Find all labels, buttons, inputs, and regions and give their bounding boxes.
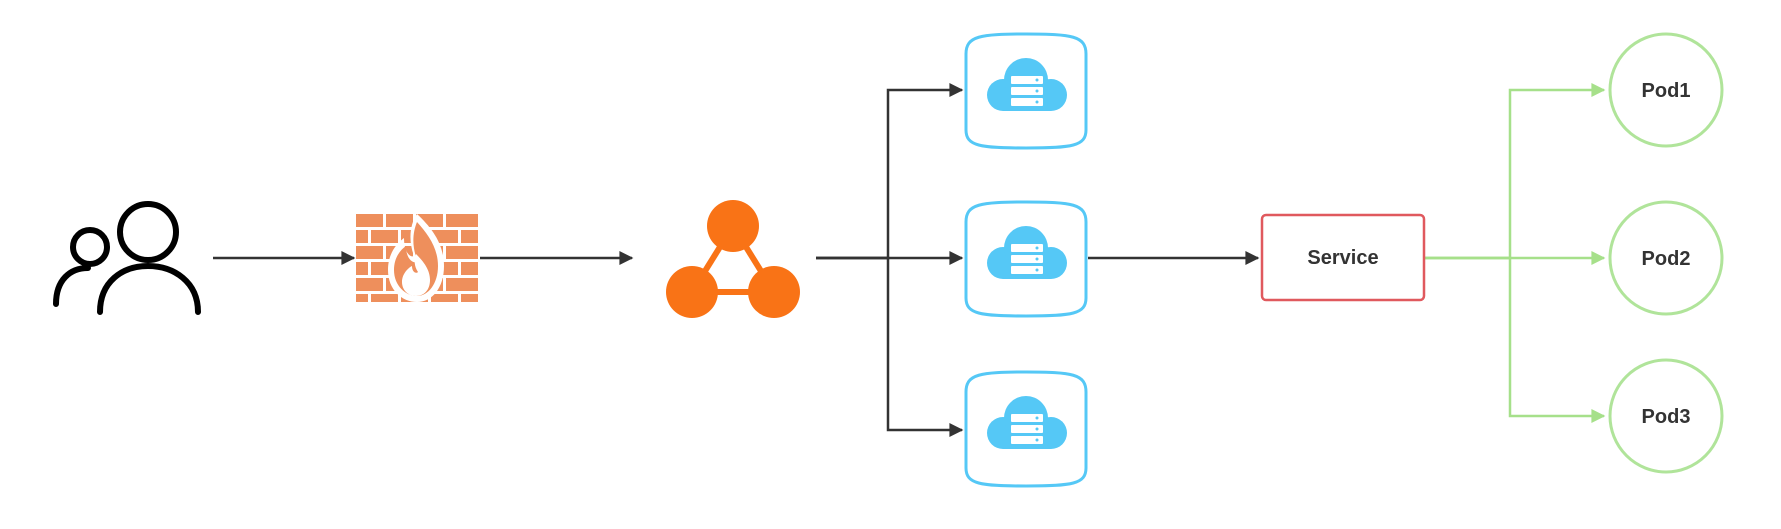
pod-1-circle bbox=[1608, 32, 1724, 148]
cloud-server-3 bbox=[964, 370, 1088, 488]
pod-3-label: Pod3 bbox=[1642, 406, 1691, 428]
edge-service-pod-1 bbox=[1424, 83, 1606, 260]
edge-service-pod-3 bbox=[1424, 256, 1606, 423]
flame-icon bbox=[388, 214, 444, 302]
edges bbox=[213, 83, 1606, 437]
pod-1-label: Pod1 bbox=[1642, 80, 1691, 102]
pod-2-label: Pod2 bbox=[1642, 248, 1691, 270]
cloud-server-icon bbox=[987, 58, 1067, 111]
cloud-server-1 bbox=[964, 32, 1088, 150]
pod-2-circle bbox=[1608, 200, 1724, 316]
pod-2-node: Pod2 bbox=[1608, 200, 1724, 316]
service-label: Service bbox=[1307, 247, 1378, 269]
firewall-icon bbox=[356, 214, 478, 302]
cloud-server-icon bbox=[987, 396, 1067, 449]
pod-3-circle bbox=[1608, 358, 1724, 474]
users-icon bbox=[53, 201, 201, 315]
service-box bbox=[1260, 213, 1426, 302]
cloud-server-2 bbox=[964, 200, 1088, 318]
load-balancer-icon bbox=[666, 200, 800, 318]
edge-load-balancer-server-3 bbox=[816, 256, 964, 437]
pod-1-node: Pod1 bbox=[1608, 32, 1724, 148]
pod-3-node: Pod3 bbox=[1608, 358, 1724, 474]
cloud-server-icon bbox=[987, 226, 1067, 279]
service-node: Service bbox=[1260, 213, 1426, 302]
edge-load-balancer-server-1 bbox=[816, 83, 964, 260]
